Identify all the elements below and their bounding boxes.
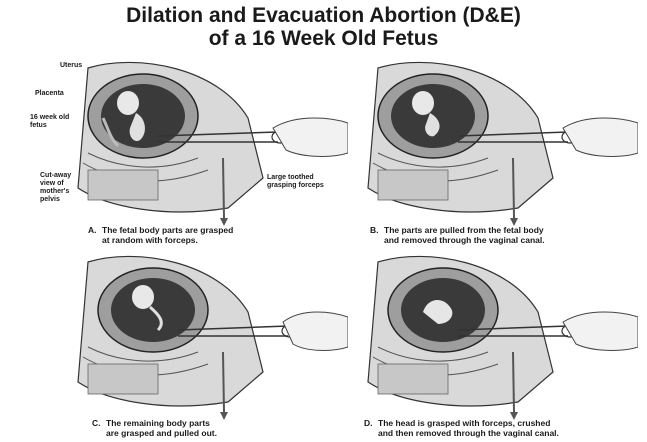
- label-cutaway-line-3: mother's: [40, 188, 71, 196]
- pelvis-illustration-a: [48, 58, 348, 248]
- fetus-head: [117, 91, 139, 115]
- label-cutaway-line-4: pelvis: [40, 196, 71, 204]
- pelvis-illustration-b: [338, 58, 638, 248]
- label-forceps: Large toothed grasping forceps: [267, 174, 324, 190]
- label-fetus-line-1: 16 week old: [30, 114, 69, 122]
- caption-c-line-2: are grasped and pulled out.: [92, 428, 217, 438]
- caption-a-letter: A.: [88, 225, 102, 235]
- label-forceps-line-1: Large toothed: [267, 174, 324, 182]
- caption-c-letter: C.: [92, 418, 106, 428]
- diagram-title: Dilation and Evacuation Abortion (D&E) o…: [0, 4, 647, 50]
- caption-b: B.The parts are pulled from the fetal bo…: [370, 225, 545, 245]
- label-cutaway: Cut-away view of mother's pelvis: [40, 172, 71, 204]
- title-line-2: of a 16 Week Old Fetus: [0, 27, 647, 50]
- panel-b-illustration: [338, 58, 638, 248]
- label-cutaway-line-1: Cut-away: [40, 172, 71, 180]
- pelvis-illustration-c: [48, 252, 348, 442]
- caption-b-line-1: The parts are pulled from the fetal body: [384, 225, 544, 235]
- label-uterus: Uterus: [60, 62, 82, 70]
- label-forceps-line-2: grasping forceps: [267, 182, 324, 190]
- caption-d: D.The head is grasped with forceps, crus…: [364, 418, 559, 438]
- label-fetus-line-2: fetus: [30, 122, 69, 130]
- caption-d-letter: D.: [364, 418, 378, 428]
- caption-a-line-1: The fetal body parts are grasped: [102, 225, 233, 235]
- caption-c: C.The remaining body parts are grasped a…: [92, 418, 217, 438]
- caption-d-line-1: The head is grasped with forceps, crushe…: [378, 418, 550, 428]
- label-cutaway-line-2: view of: [40, 180, 71, 188]
- caption-b-line-2: and removed through the vaginal canal.: [370, 235, 545, 245]
- label-fetus: 16 week old fetus: [30, 114, 69, 130]
- panel-d-illustration: [338, 252, 638, 442]
- surgeon-hand: [273, 118, 348, 156]
- caption-a: A.The fetal body parts are grasped at ra…: [88, 225, 233, 245]
- caption-d-line-2: and then removed through the vaginal can…: [364, 428, 559, 438]
- caption-c-line-1: The remaining body parts: [106, 418, 210, 428]
- label-placenta: Placenta: [35, 90, 64, 98]
- panel-c-illustration: [48, 252, 348, 442]
- pelvis-illustration-d: [338, 252, 638, 442]
- caption-a-line-2: at random with forceps.: [88, 235, 233, 245]
- title-line-1: Dilation and Evacuation Abortion (D&E): [0, 4, 647, 27]
- caption-b-letter: B.: [370, 225, 384, 235]
- panel-a-illustration: [48, 58, 348, 248]
